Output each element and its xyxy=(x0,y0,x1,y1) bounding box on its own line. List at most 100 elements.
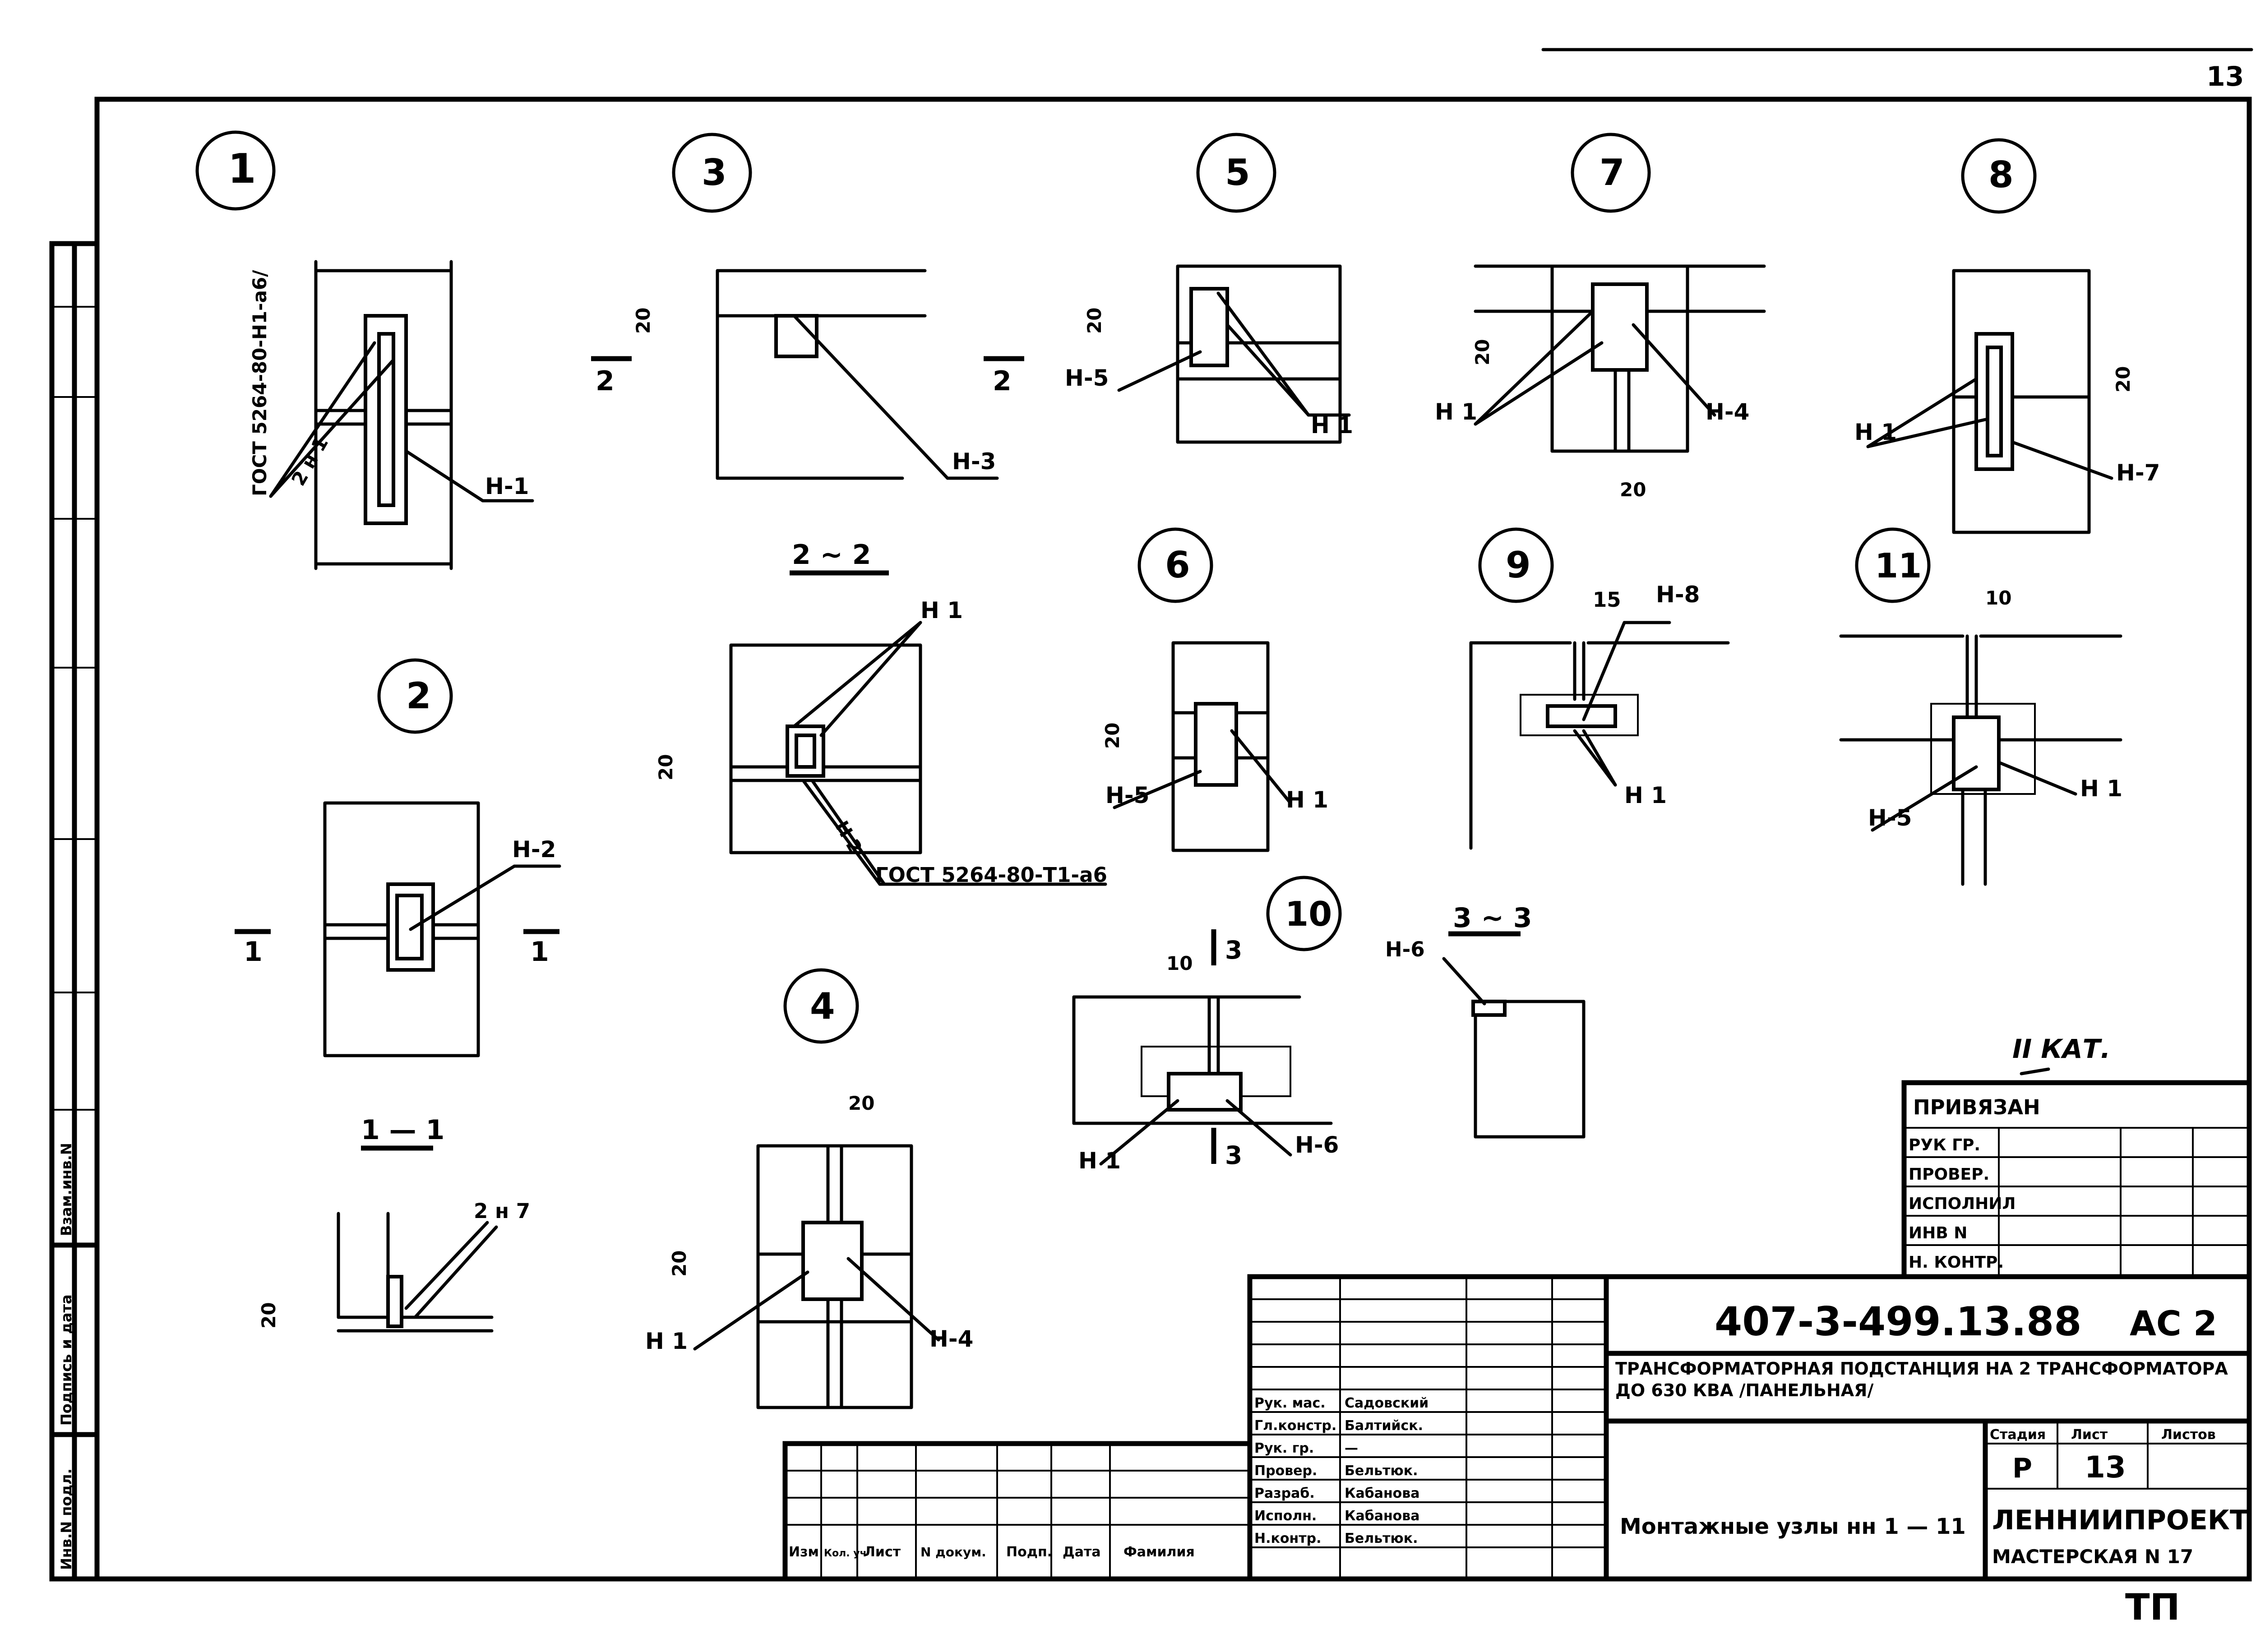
role-1: Рук. мас. xyxy=(1254,1395,1326,1411)
node-4-dim-top: 20 xyxy=(848,1092,874,1114)
node-10-number: 10 xyxy=(1285,894,1332,934)
node-5-anchor: Н 1 xyxy=(1311,412,1353,438)
section-2-2-weld: ГОСТ 5264-80-Т1-а6 xyxy=(875,863,1107,887)
role-2: Гл.констр. xyxy=(1254,1418,1336,1434)
node-9-dim: 15 xyxy=(1593,588,1621,612)
title-block-lines xyxy=(1247,1274,2252,1582)
node-1-label: Н-1 xyxy=(485,473,529,499)
name-6: Кабанова xyxy=(1345,1508,1420,1524)
sheet-header: Лист xyxy=(2071,1427,2108,1443)
section-2-2-weld2: Н 2 xyxy=(831,817,865,857)
name-1: Садовский xyxy=(1345,1395,1428,1411)
revision-table-lines xyxy=(782,1441,1253,1582)
role-6: Исполн. xyxy=(1254,1508,1317,1524)
node-4-label: Н-4 xyxy=(929,1326,973,1352)
node-9 xyxy=(1469,527,1730,850)
node-9-number: 9 xyxy=(1506,544,1531,586)
node-8-number: 8 xyxy=(1988,154,2014,196)
node-10-cut-top: 3 xyxy=(1225,936,1242,964)
binding-row-4: ИНВ N xyxy=(1909,1224,1967,1242)
node-4 xyxy=(693,968,940,1409)
node-9-label: Н-8 xyxy=(1656,581,1700,608)
role-7: Н.контр. xyxy=(1254,1531,1321,1546)
node-6-anchor: Н 1 xyxy=(1286,787,1328,813)
node-11-anchor: Н 1 xyxy=(2080,775,2122,802)
node-11-number: 11 xyxy=(1875,546,1922,586)
category-label: II КАТ. xyxy=(2012,1034,2110,1064)
binding-row-5: Н. КОНТР. xyxy=(1909,1253,2004,1272)
node-10-cut-bottom: 3 xyxy=(1225,1141,1242,1170)
node-11-dim: 10 xyxy=(1985,587,2011,609)
node-7 xyxy=(1474,133,1766,453)
node-6-number: 6 xyxy=(1165,544,1190,586)
rev-header-1: Изм xyxy=(789,1544,819,1560)
section-2-2 xyxy=(729,570,1107,886)
side-stamp-3: Инв.N подл. xyxy=(58,1468,75,1570)
node-10 xyxy=(1072,876,1342,1166)
node-8-label: Н-7 xyxy=(2116,460,2160,486)
node-1-weld-count: 2 н 1 xyxy=(287,433,333,489)
section-1-1-title: 1 — 1 xyxy=(361,1114,444,1146)
node-8-anchor: Н 1 xyxy=(1854,419,1897,445)
section-1-1-weld: 2 н 7 xyxy=(474,1199,530,1223)
section-2-2-title: 2 ~ 2 xyxy=(792,539,871,571)
section-2-2-anchor: Н 1 xyxy=(920,597,963,623)
node-2-label: Н-2 xyxy=(512,836,556,863)
sheet-value: 13 xyxy=(2085,1450,2126,1485)
node-7-label: Н-4 xyxy=(1706,399,1749,425)
sheet-title: Монтажные узлы нн 1 — 11 xyxy=(1620,1514,1966,1539)
drawing-code: 407-3-499.13.88 xyxy=(1715,1298,2081,1345)
project-title-box: ТРАНСФОРМАТОРНАЯ ПОДСТАНЦИЯ НА 2 ТРАНСФО… xyxy=(1615,1359,2228,1400)
node-6 xyxy=(1113,527,1292,852)
rev-header-7: Фамилия xyxy=(1123,1544,1195,1560)
workshop: МАСТЕРСКАЯ N 17 xyxy=(1992,1546,2193,1568)
rev-header-6: Дата xyxy=(1063,1544,1101,1560)
stage-value: Р xyxy=(2012,1453,2032,1484)
node-6-label: Н-5 xyxy=(1105,782,1149,808)
node-8-dim: 20 xyxy=(2112,366,2134,392)
node-5-number: 5 xyxy=(1225,152,1250,194)
node-10-dim: 10 xyxy=(1166,952,1193,974)
role-5: Разраб. xyxy=(1254,1486,1315,1501)
node-3 xyxy=(591,133,1024,480)
rev-header-4: N докум. xyxy=(920,1545,986,1560)
node-4-dim-side: 20 xyxy=(668,1251,690,1277)
section-2-2-dim: 20 xyxy=(655,754,677,780)
name-2: Балтийск. xyxy=(1345,1418,1423,1434)
drawing-mark: АС 2 xyxy=(2130,1303,2217,1343)
node-3-cut-right: 2 xyxy=(993,365,1012,397)
project-title: ТРАНСФОРМАТОРНАЯ ПОДСТАНЦИЯ НА 2 ТРАНСФО… xyxy=(1615,1359,2228,1400)
node-4-number: 4 xyxy=(810,985,835,1027)
section-3-3-title: 3 ~ 3 xyxy=(1453,902,1532,934)
node-7-number: 7 xyxy=(1600,152,1625,194)
stage-header: Стадия xyxy=(1990,1427,2046,1443)
binding-title: ПРИВЯЗАН xyxy=(1913,1095,2040,1119)
section-1-1-dim: 20 xyxy=(258,1302,280,1329)
section-3-3 xyxy=(1442,931,1586,1139)
side-stamp-1: Взам.инв.N xyxy=(58,1143,75,1236)
node-7-dim-bottom: 20 xyxy=(1620,479,1646,501)
node-6-dim: 20 xyxy=(1101,723,1123,749)
node-7-anchor: Н 1 xyxy=(1435,399,1477,425)
section-1-1 xyxy=(337,1145,498,1333)
organization: ЛЕННИИПРОЕКТ xyxy=(1992,1504,2248,1536)
node-1 xyxy=(195,130,534,570)
node-3-label: Н-3 xyxy=(952,448,996,475)
name-3: — xyxy=(1345,1440,1358,1456)
node-7-dim-side: 20 xyxy=(1471,339,1493,365)
node-11 xyxy=(1839,527,2122,886)
node-3-dim: 20 xyxy=(632,308,654,334)
name-5: Кабанова xyxy=(1345,1486,1420,1501)
node-2-cut-left: 1 xyxy=(244,936,263,968)
node-2 xyxy=(235,658,561,1057)
rev-header-5: Подп. xyxy=(1006,1544,1052,1560)
name-7: Бельтюк. xyxy=(1345,1531,1418,1546)
binding-row-1: РУК ГР. xyxy=(1909,1136,1980,1154)
stamp-bottom-right: ТП xyxy=(2125,1586,2180,1628)
node-9-anchor: Н 1 xyxy=(1624,782,1667,808)
sheets-header: Листов xyxy=(2161,1427,2216,1443)
node-1-weld-spec: ГОСТ 5264-80-Н1-а6/ xyxy=(249,270,271,496)
node-2-number: 2 xyxy=(406,675,431,717)
